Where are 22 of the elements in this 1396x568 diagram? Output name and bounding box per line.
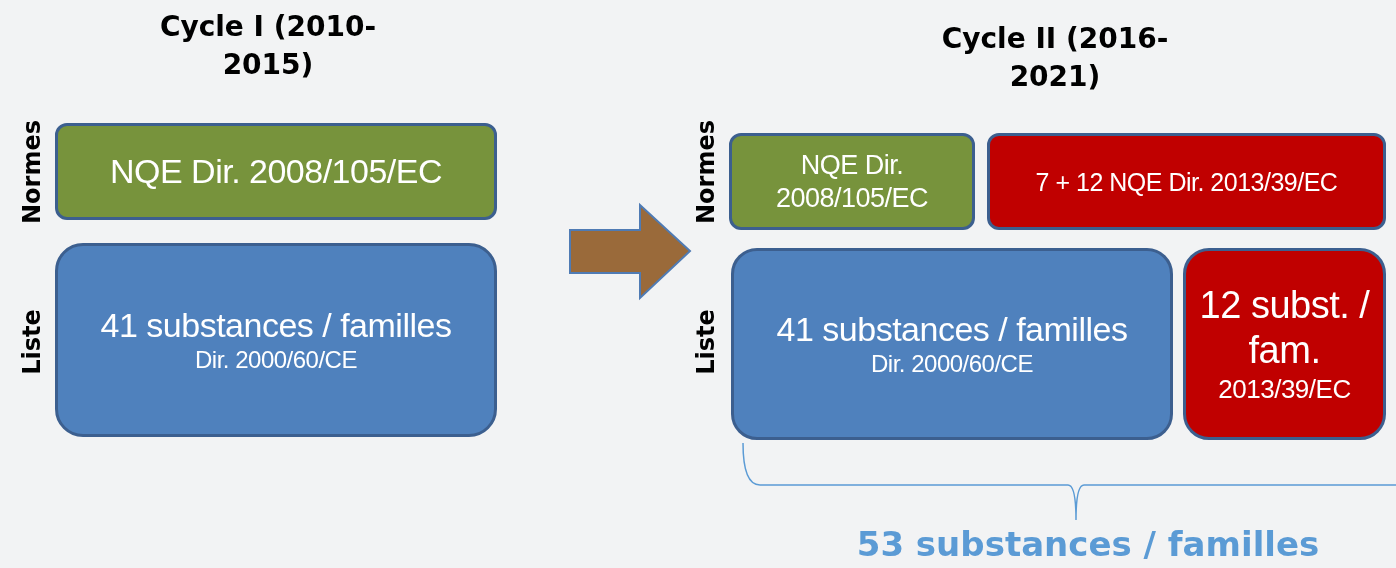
- box-heading: 41 substances / familles: [99, 305, 453, 346]
- box-heading: NQE Dir. 2008/105/EC: [108, 151, 444, 192]
- row-label: Normes: [690, 120, 721, 224]
- box-subtext: 2013/39/EC: [1217, 374, 1352, 406]
- box-heading: 7 + 12 NQE Dir. 2013/39/EC: [1034, 166, 1339, 197]
- box-heading: 41 substances / familles: [775, 309, 1129, 350]
- rounded-box: [55, 123, 497, 220]
- box-subtext: Dir. 2000/60/CE: [194, 346, 358, 375]
- rounded-box: [987, 133, 1386, 230]
- rounded-box: [1183, 248, 1386, 440]
- rounded-box: [729, 133, 975, 230]
- row-label: Liste: [690, 309, 721, 375]
- box-heading: 12 subst. / fam.: [1198, 282, 1371, 374]
- box-heading: NQE Dir. 2008/105/EC: [774, 149, 930, 214]
- row-label: Normes: [16, 120, 47, 224]
- rounded-box: [731, 248, 1173, 440]
- rounded-box: [55, 243, 497, 437]
- box-subtext: Dir. 2000/60/CE: [870, 350, 1034, 379]
- row-label: Liste: [16, 309, 47, 375]
- cycle-title: Cycle I (2010-2015): [158, 9, 378, 83]
- total-label: 53 substances / familles: [855, 523, 1321, 566]
- cycle-title: Cycle II (2016-2021): [940, 21, 1170, 95]
